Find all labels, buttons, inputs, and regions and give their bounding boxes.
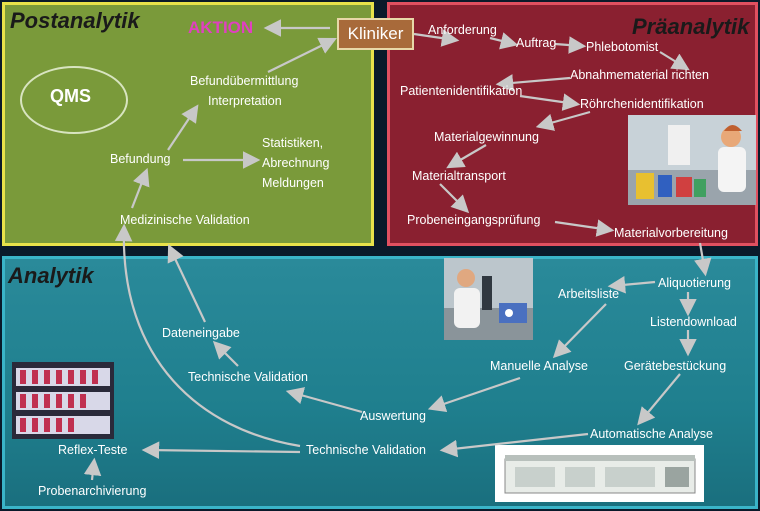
qms-ellipse [20, 66, 128, 134]
statistiken-label: Statistiken, [262, 136, 324, 150]
kliniker-box: Kliniker [337, 18, 414, 50]
arrow-techval2-medval [114, 223, 301, 448]
arrow-techval2-reflex [141, 441, 301, 459]
sample-tubes-photo [12, 362, 114, 439]
listendownload-label: Listendownload [650, 315, 737, 329]
abnahmematerial-label: Abnahmematerial richten [570, 68, 709, 82]
arrow-techval1-dateneingabe [212, 340, 239, 367]
arrow-befundung-befunduebermittlung [167, 104, 199, 151]
patientenidentifikation-label: Patientenidentifikation [400, 84, 523, 98]
reflex-teste-label: Reflex-Teste [58, 443, 128, 457]
analyzer-device-photo [495, 445, 704, 502]
materialgewinnung-label: Materialgewinnung [434, 130, 539, 144]
arrow-patient-roehrchen [519, 93, 581, 111]
arbeitsliste-label: Arbeitsliste [558, 287, 620, 301]
arrow-medval-befundung [130, 167, 150, 209]
arrow-befunduebermittlung-kliniker [267, 37, 337, 73]
aliquotierung-label: Aliquotierung [658, 276, 731, 290]
lab-photo-phlebotomy [628, 115, 756, 205]
materialtransport-label: Materialtransport [412, 169, 506, 183]
arrow-aliquotierung-arbeitsliste [607, 276, 656, 294]
materialvorbereitung-label: Materialvorbereitung [614, 226, 728, 240]
lab-photo-microscope [444, 258, 533, 340]
befundung-label: Befundung [110, 152, 171, 166]
aktion-label: AKTION [188, 18, 254, 37]
praeanalytik-title: Präanalytik [632, 14, 750, 39]
arrow-roehrchen-materialgewinnung [535, 110, 591, 131]
arrow-materialvorbereitung-aliquotierung [694, 242, 712, 277]
postanalytik-title: Postanalytik [10, 8, 140, 33]
medizinische-validation-label: Medizinische Validation [120, 213, 250, 227]
arrow-phlebotomist-abnahme [659, 51, 690, 71]
arrow-kliniker-anforderung [413, 29, 460, 47]
anforderung-label: Anforderung [428, 23, 497, 37]
geraetebestueckung-label: Gerätebestückung [624, 359, 727, 373]
interpretation-label: Interpretation [208, 94, 282, 108]
arrow-geraetebestueckung-automatische [637, 373, 681, 426]
arrow-probeneingang-materialvorbereitung [554, 219, 615, 237]
manuelle-analyse-label: Manuelle Analyse [490, 359, 588, 373]
probenarchivierung-label: Probenarchivierung [38, 484, 147, 498]
automatische-analyse-label: Automatische Analyse [590, 427, 713, 441]
arrow-auftrag-phlebotomist [554, 36, 587, 54]
arrow-probenarchiv-reflex [83, 457, 102, 481]
phlebotomist-label: Phlebotomist [586, 40, 659, 54]
befunduebermittlung-label: Befundübermittlung [190, 74, 299, 88]
arrow-materialgewinnung-transport [446, 144, 487, 169]
qms-label: QMS [50, 86, 92, 106]
arrow-anforderung-auftrag [489, 32, 519, 50]
arrow-dateneingabe-medval [167, 244, 206, 323]
arrow-abnahme-patient [495, 74, 571, 92]
arrow-automatische-techval2 [439, 432, 589, 458]
arrow-arbeitsliste-manuelle [552, 303, 607, 359]
arrow-transport-probeneingang [439, 183, 470, 214]
technische-validation-1-label: Technische Validation [188, 370, 308, 384]
auswertung-label: Auswertung [360, 409, 427, 423]
probeneingangspruefung-label: Probeneingangsprüfung [407, 213, 541, 227]
auftrag-label: Auftrag [516, 36, 557, 50]
arrow-manuelle-auswertung [427, 376, 521, 413]
abrechnung-label: Abrechnung [262, 156, 330, 170]
technische-validation-2-label: Technische Validation [306, 443, 426, 457]
arrow-auswertung-techval1 [285, 387, 363, 414]
analytik-title: Analytik [8, 263, 94, 288]
meldungen-label: Meldungen [262, 176, 324, 190]
roehrchenidentifikation-label: Röhrchenidentifikation [580, 97, 704, 111]
dateneingabe-label: Dateneingabe [162, 326, 240, 340]
